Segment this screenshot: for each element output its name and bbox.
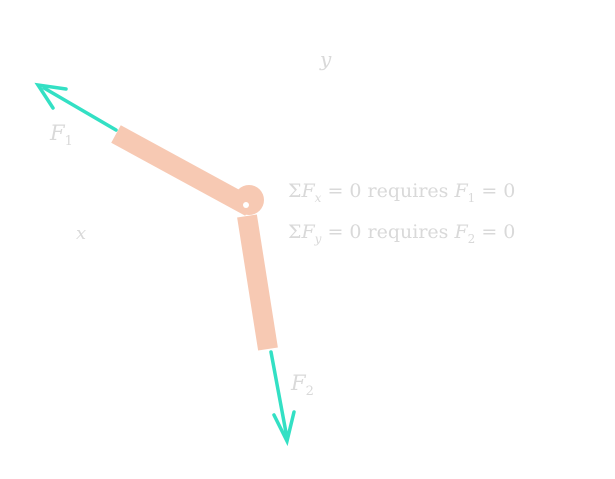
- force-f2-label: F2: [290, 371, 314, 399]
- eq2-result: F: [453, 221, 468, 243]
- force-f2-arrowhead: [272, 410, 296, 447]
- eq1-end-text: = 0: [475, 180, 515, 202]
- eq1-result: F: [453, 180, 468, 202]
- eq1-variable: F: [300, 180, 315, 202]
- force-f1-label: F1: [49, 121, 73, 149]
- force-f1-subscript: 1: [65, 134, 73, 149]
- joint-pin: [243, 202, 249, 208]
- member-upper-bar: [111, 125, 255, 216]
- eq1-middle-text: = 0 requires: [321, 180, 454, 202]
- eq2-sum-symbol: Σ: [288, 221, 301, 243]
- member-lower-bar: [237, 214, 278, 351]
- member-joint: [234, 185, 264, 215]
- equilibrium-equation-x: ΣFx = 0 requires F1 = 0: [288, 180, 515, 205]
- eq2-variable: F: [300, 221, 315, 243]
- eq1-variable-subscript: x: [315, 191, 322, 205]
- equilibrium-equation-y: ΣFy = 0 requires F2 = 0: [288, 221, 515, 246]
- force-f2-subscript: 2: [306, 384, 314, 399]
- eq2-variable-subscript: y: [314, 232, 322, 246]
- force-f1-symbol: F: [49, 121, 66, 145]
- x-axis-label: x: [76, 223, 86, 244]
- force-f2-arrow-shaft: [269, 350, 289, 440]
- force-f2-symbol: F: [290, 371, 307, 395]
- eq1-result-subscript: 1: [468, 191, 476, 205]
- force-f1-arrow-shaft: [42, 86, 118, 132]
- eq2-result-subscript: 2: [468, 232, 476, 246]
- eq2-end-text: = 0: [475, 221, 515, 243]
- force-f1-arrowhead: [34, 82, 68, 110]
- y-axis-label: y: [319, 47, 332, 71]
- eq1-sum-symbol: Σ: [288, 180, 301, 202]
- eq2-middle-text: = 0 requires: [321, 221, 454, 243]
